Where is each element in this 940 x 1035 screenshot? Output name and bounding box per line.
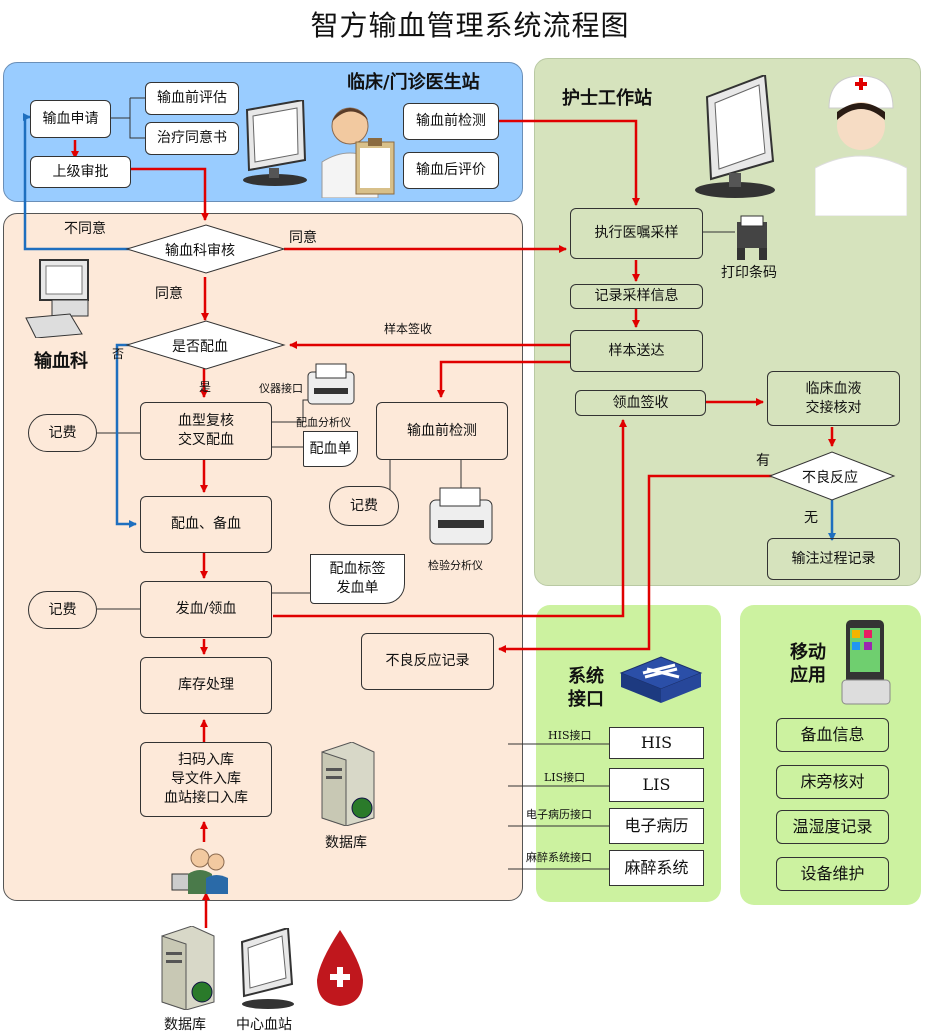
fee-cylinder-2[interactable]: 记费 — [329, 486, 399, 526]
server-icon — [321, 742, 375, 826]
fee-cylinder-1[interactable]: 记费 — [28, 414, 97, 452]
node-adverse-record[interactable]: 不良反应记录 — [361, 633, 494, 690]
clinic-zone-label: 临床/门诊医生站 — [347, 72, 480, 93]
bottom-db-label: 数据库 — [164, 1017, 206, 1033]
label-db-dept: 数据库 — [325, 835, 367, 851]
mobile-item-bedside[interactable]: 床旁核对 — [776, 765, 889, 799]
label-has: 有 — [756, 453, 770, 469]
if-his[interactable]: HIS — [609, 727, 704, 759]
blood-drop-icon — [317, 930, 363, 1006]
mobile-zone — [740, 605, 921, 905]
node-retype[interactable]: 血型复核 交叉配血 — [140, 402, 272, 460]
label-instrument-if: 仪器接口 — [259, 382, 303, 395]
node-match-stock[interactable]: 配血、备血 — [140, 496, 272, 553]
doc-label-sheet[interactable]: 配血标签 发血单 — [310, 554, 405, 604]
if-tag-emr: 电子病历接口 — [526, 808, 592, 821]
doctor-icon — [321, 107, 395, 198]
node-inbound[interactable]: 扫码入库 导文件入库 血站接口入库 — [140, 742, 272, 817]
nurse-icon — [815, 75, 907, 216]
label-match-analyzer: 配血分析仪 — [296, 416, 351, 429]
computer-icon — [25, 259, 89, 338]
node-issue[interactable]: 发血/领血 — [140, 581, 272, 638]
node-execute[interactable]: 执行医嘱采样 — [570, 208, 703, 259]
users-icon — [171, 848, 228, 894]
node-apply[interactable]: 输血申请 — [30, 100, 111, 138]
if-tag-lis: LIS接口 — [544, 771, 586, 784]
label-yes: 是 — [199, 380, 212, 394]
network-switch-icon — [619, 656, 703, 703]
label-no: 否 — [112, 347, 125, 361]
node-dept-pre-test[interactable]: 输血前检测 — [376, 402, 508, 460]
barcode-printer-icon — [737, 215, 767, 260]
print-label: 打印条码 — [721, 265, 777, 281]
node-inventory[interactable]: 库存处理 — [140, 657, 272, 714]
node-adverse-q[interactable]: 不良反应 — [802, 470, 858, 486]
mobile-item-temp[interactable]: 温湿度记录 — [776, 810, 889, 844]
node-clinic-pre-test[interactable]: 输血前检测 — [403, 103, 499, 140]
server-bottom-icon — [161, 926, 215, 1010]
blood-dept-zone-label: 输血科 — [34, 351, 88, 372]
handheld-device-icon — [841, 620, 891, 705]
mobile-zone-label: 移动 应用 — [790, 642, 826, 686]
label-agree-right: 同意 — [289, 230, 317, 246]
label-test-analyzer: 检验分析仪 — [428, 559, 483, 572]
fee-cylinder-3[interactable]: 记费 — [28, 591, 97, 629]
node-deliver[interactable]: 样本送达 — [570, 330, 703, 372]
node-post-eval[interactable]: 输血后评价 — [403, 152, 499, 189]
label-none: 无 — [804, 510, 818, 526]
if-anes[interactable]: 麻醉系统 — [609, 850, 704, 886]
label-sample-sign: 样本签收 — [384, 322, 433, 336]
bottom-center-label: 中心血站 — [236, 1017, 292, 1033]
node-process[interactable]: 输注过程记录 — [767, 538, 900, 580]
node-record[interactable]: 记录采样信息 — [570, 284, 703, 309]
node-consent[interactable]: 治疗同意书 — [145, 122, 239, 155]
if-lis[interactable]: LIS — [609, 768, 704, 802]
label-disagree: 不同意 — [64, 221, 106, 237]
mobile-item-maint[interactable]: 设备维护 — [776, 857, 889, 891]
mobile-item-stock[interactable]: 备血信息 — [776, 718, 889, 752]
monitor-icon — [243, 100, 307, 186]
diagram-title: 智方输血管理系统流程图 — [310, 9, 630, 42]
if-tag-anes: 麻醉系统接口 — [526, 851, 592, 864]
if-tag-his: HIS接口 — [548, 729, 592, 742]
node-superior[interactable]: 上级审批 — [30, 156, 131, 188]
monitor-nurse-icon — [695, 75, 775, 198]
nurse-zone-label: 护士工作站 — [562, 88, 652, 109]
match-analyzer-icon — [307, 363, 355, 405]
node-receive[interactable]: 领血签收 — [575, 390, 706, 416]
node-review[interactable]: 输血科审核 — [165, 243, 235, 259]
node-match-q[interactable]: 是否配血 — [172, 339, 228, 355]
label-agree-down: 同意 — [155, 286, 183, 302]
node-handover[interactable]: 临床血液 交接核对 — [767, 371, 900, 426]
node-pre-eval[interactable]: 输血前评估 — [145, 82, 239, 115]
test-analyzer-icon — [429, 487, 493, 545]
interface-zone-label: 系统 接口 — [568, 666, 604, 710]
monitor-bottom-icon — [240, 928, 294, 1009]
doc-match-sheet[interactable]: 配血单 — [303, 431, 358, 467]
if-emr[interactable]: 电子病历 — [609, 808, 704, 844]
